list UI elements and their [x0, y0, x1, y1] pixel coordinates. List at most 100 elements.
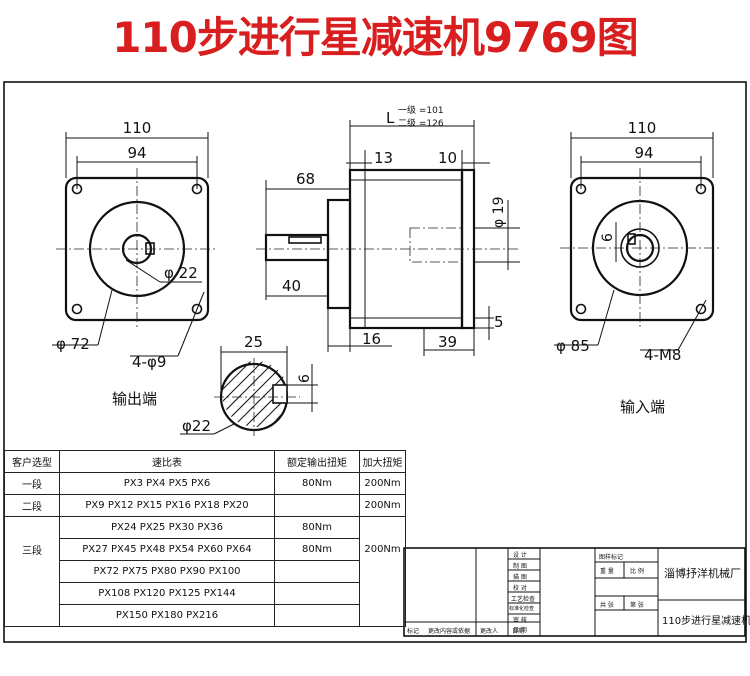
table-cell-rated	[274, 604, 360, 627]
table-cell-stage	[4, 604, 60, 627]
table-row: PX108 PX120 PX125 PX144	[4, 582, 406, 605]
table-cell-stage	[4, 516, 60, 539]
front-flange-side	[326, 198, 352, 310]
table-cell-ratios: PX9 PX12 PX15 PX16 PX18 PX20	[59, 494, 275, 517]
title-block-role: 校 对	[513, 585, 527, 592]
table-cell-rated	[274, 582, 360, 605]
table-cell-rated	[274, 494, 360, 517]
table-header-row: 客户选型 速比表 额定输出扭矩 加大扭矩	[4, 450, 406, 473]
table-cell-ratios: PX150 PX180 PX216	[59, 604, 275, 627]
page-title-text: 110步进行星减速机9769图	[112, 13, 639, 62]
table-row: PX72 PX75 PX80 PX90 PX100	[4, 560, 406, 583]
table-header: 速比表	[59, 450, 275, 473]
title-block-role: 工艺检查	[511, 596, 536, 603]
title-block-role: 日 期	[513, 627, 527, 634]
table-cell-stage: 二段	[4, 494, 60, 517]
input-dim-94: 94	[634, 144, 653, 162]
title-block-footer: 标记	[407, 628, 420, 635]
side-dim-5: 5	[494, 313, 504, 331]
shaft-key-section: 25 6 φ22	[180, 333, 318, 436]
output-key	[145, 242, 155, 255]
output-shaft-side	[264, 233, 330, 262]
title-block-footer: 日期	[512, 628, 525, 635]
input-end-caption: 输入端	[620, 398, 665, 416]
title-block-footer: 更改内容或依据	[428, 628, 471, 635]
table-cell-stage: 三段	[4, 538, 60, 561]
table-header: 加大扭矩	[359, 450, 406, 473]
table-cell-rated: 80Nm	[274, 516, 360, 539]
input-bore-side	[409, 227, 463, 263]
input-dim-phi85: φ 85	[556, 337, 590, 355]
output-dim-phi22: φ 22	[164, 264, 198, 282]
table-cell-boost	[359, 582, 406, 605]
output-end-view: 110 94 φ 22 φ 72 4-φ9 输出端	[52, 119, 218, 408]
side-dim-16: 16	[362, 330, 381, 348]
title-block-footer: 更改人	[480, 628, 499, 635]
table-header: 额定输出扭矩	[274, 450, 360, 473]
side-dim-68: 68	[296, 170, 315, 188]
table-cell-boost	[359, 560, 406, 583]
table-cell-rated	[274, 560, 360, 583]
key-dim-25: 25	[244, 333, 263, 351]
side-dim-40: 40	[282, 277, 301, 295]
side-dim-L: L	[386, 109, 395, 127]
table-cell-boost: 200Nm	[359, 494, 406, 517]
input-end-view: 110 94 6 φ 85 4-M8 输入端	[554, 119, 722, 416]
side-dim-10: 10	[438, 149, 457, 167]
input-dim-110: 110	[628, 119, 657, 137]
output-end-caption: 输出端	[112, 390, 157, 408]
key-dim-phi22: φ22	[182, 417, 211, 435]
input-flange-square	[569, 176, 715, 322]
drawing-frame	[3, 81, 747, 643]
table-row: 三段 PX27 PX45 PX48 PX54 PX60 PX64 80Nm 20…	[4, 538, 406, 561]
table-cell-ratios: PX108 PX120 PX125 PX144	[59, 582, 275, 605]
table-row: PX24 PX25 PX30 PX36 80Nm	[4, 516, 406, 539]
table-cell-ratios: PX72 PX75 PX80 PX90 PX100	[59, 560, 275, 583]
title-block-company: 淄博抒洋机械厂	[664, 567, 741, 580]
key-dim-6: 6	[297, 374, 313, 383]
side-view: L 一级 =101 二级 =126 13 10 68 φ 19 40 5 16	[256, 104, 520, 356]
title-block-role: 制 图	[513, 563, 527, 570]
title-block-weight: 重 量	[600, 568, 614, 575]
output-bolt-hole-bl	[71, 303, 83, 315]
title-block-role: 标准化检查	[509, 606, 535, 612]
table-cell-ratios: PX24 PX25 PX30 PX36	[59, 516, 275, 539]
side-dim-L-stage2: 二级 =126	[398, 117, 444, 129]
table-cell-rated: 80Nm	[274, 538, 360, 561]
table-cell-stage	[4, 560, 60, 583]
table-cell-boost	[359, 604, 406, 627]
ratio-spec-table: 客户选型 速比表 额定输出扭矩 加大扭矩 一段 PX3 PX4 PX5 PX6 …	[4, 450, 406, 627]
engineering-drawing: 110 94 φ 22 φ 72 4-φ9 输出端 L	[3, 81, 747, 643]
table-header: 客户选型	[4, 450, 60, 473]
side-dim-13: 13	[374, 149, 393, 167]
title-block-sheet: 第 张	[630, 602, 644, 609]
key-slot-section	[272, 384, 288, 404]
table-cell-boost: 200Nm	[359, 472, 406, 495]
input-bolt-hole-br	[695, 303, 707, 315]
input-bolt-hole-bl	[575, 303, 587, 315]
page-title: 110步进行星减速机9769图	[0, 2, 750, 74]
output-dim-phi72: φ 72	[56, 335, 90, 353]
table-cell-ratios: PX3 PX4 PX5 PX6	[59, 472, 275, 495]
output-bolt-hole-br	[191, 303, 203, 315]
output-key-side	[288, 236, 322, 244]
input-dim-holes: 4-M8	[644, 346, 681, 364]
input-dim-key6: 6	[600, 233, 616, 242]
table-row: PX150 PX180 PX216	[4, 604, 406, 627]
table-cell-stage: 一段	[4, 472, 60, 495]
title-block-role: 设 计	[513, 552, 527, 559]
title-block-grid	[403, 547, 746, 637]
title-block-drawing-name: 110步进行星减速机	[662, 616, 750, 627]
side-dim-phi19: φ 19	[491, 197, 507, 229]
output-dim-110: 110	[123, 119, 152, 137]
table-row: 二段 PX9 PX12 PX15 PX16 PX18 PX20 200Nm	[4, 494, 406, 517]
title-block-role: 描 图	[513, 574, 527, 581]
table-cell-boost	[359, 516, 406, 539]
title-block-mark: 图样标记	[599, 554, 624, 561]
title-block-role: 审 核	[513, 617, 527, 624]
title-block-total-sheets: 共 张	[600, 602, 614, 609]
table-row: 一段 PX3 PX4 PX5 PX6 80Nm 200Nm	[4, 472, 406, 495]
table-cell-stage	[4, 582, 60, 605]
side-dim-39: 39	[438, 333, 457, 351]
table-cell-ratios: PX27 PX45 PX48 PX54 PX60 PX64	[59, 538, 275, 561]
